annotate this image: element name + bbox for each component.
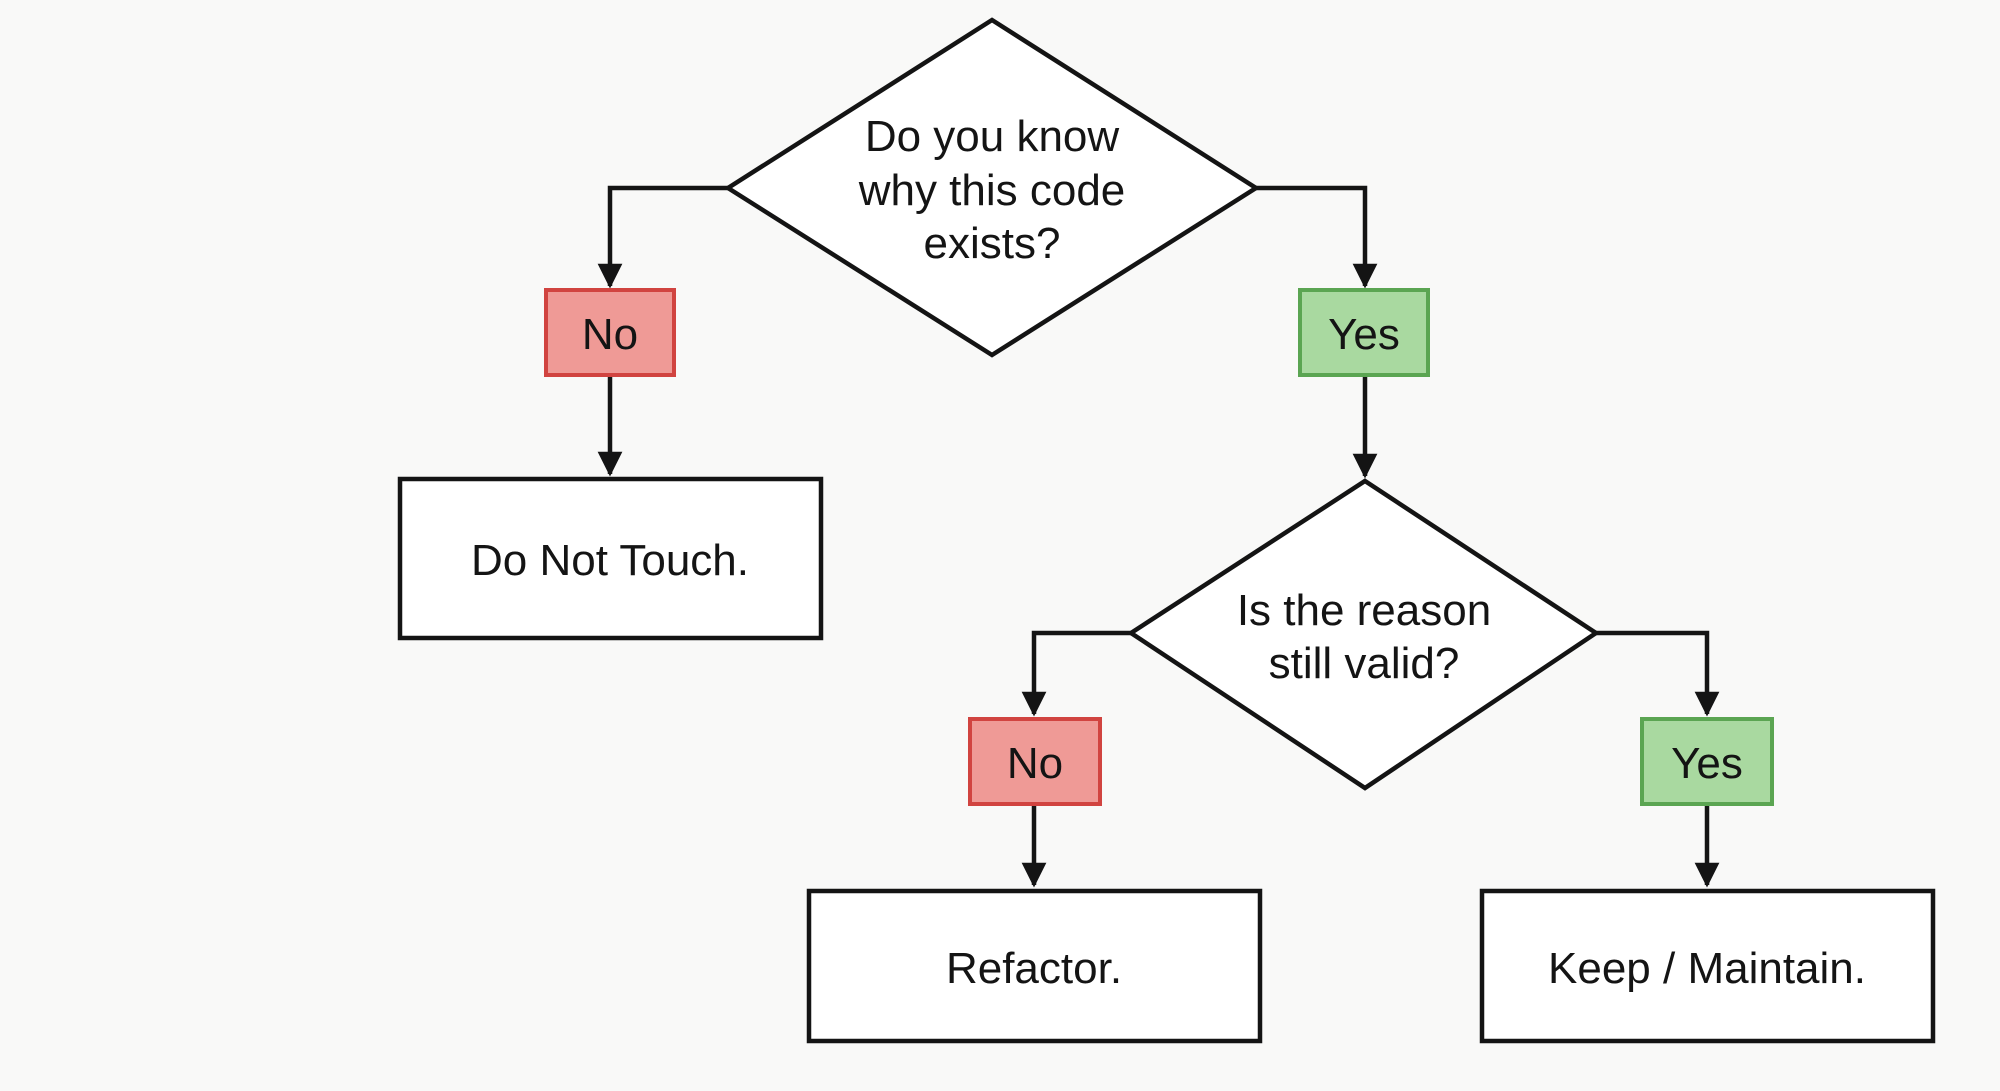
no-label-2: No [1007, 739, 1063, 788]
decision-diamond-shape-2 [1126, 478, 1601, 791]
branch-no-label-2: No [968, 717, 1102, 806]
outcome-refactor: Refactor. [806, 888, 1263, 1044]
no-badge-2 [968, 717, 1102, 806]
branch-yes-label-1: Yes [1298, 288, 1430, 377]
decision-1-line-3: exists? [924, 219, 1061, 268]
decision-1-line-2: why this code [858, 166, 1126, 215]
outcome-box-keep-maintain [1479, 888, 1936, 1044]
outcome-do-not-touch: Do Not Touch. [397, 476, 824, 641]
decision-2-line-1: Is the reason [1237, 586, 1491, 635]
decision-reason-still-valid: Is the reason still valid? [1126, 478, 1601, 791]
outcome-box-do-not-touch [397, 476, 824, 641]
yes-label-1: Yes [1328, 310, 1400, 359]
yes-badge-1 [1298, 288, 1430, 377]
decision-2-line-2: still valid? [1269, 639, 1460, 688]
yes-label-2: Yes [1671, 739, 1743, 788]
connector-d2-to-yes [1596, 630, 1720, 717]
outcome-keep-maintain: Keep / Maintain. [1479, 888, 1936, 1044]
decision-1-line-1: Do you know [865, 112, 1120, 161]
branch-yes-label-2: Yes [1640, 717, 1774, 806]
connector-d1-to-no [597, 185, 728, 289]
decision-diamond-shape [723, 17, 1261, 358]
connector-d1-to-yes [1256, 185, 1378, 289]
branch-no-label-1: No [544, 288, 676, 377]
outcome-label-refactor: Refactor. [946, 944, 1122, 993]
decision-know-why-code-exists: Do you know why this code exists? [723, 17, 1261, 358]
outcome-label-do-not-touch: Do Not Touch. [471, 536, 749, 585]
connector-d2-to-no [1021, 630, 1131, 717]
outcome-box-refactor [806, 888, 1263, 1044]
yes-badge-2 [1640, 717, 1774, 806]
no-badge-1 [544, 288, 676, 377]
outcome-label-keep-maintain: Keep / Maintain. [1548, 944, 1866, 993]
no-label-1: No [582, 310, 638, 359]
